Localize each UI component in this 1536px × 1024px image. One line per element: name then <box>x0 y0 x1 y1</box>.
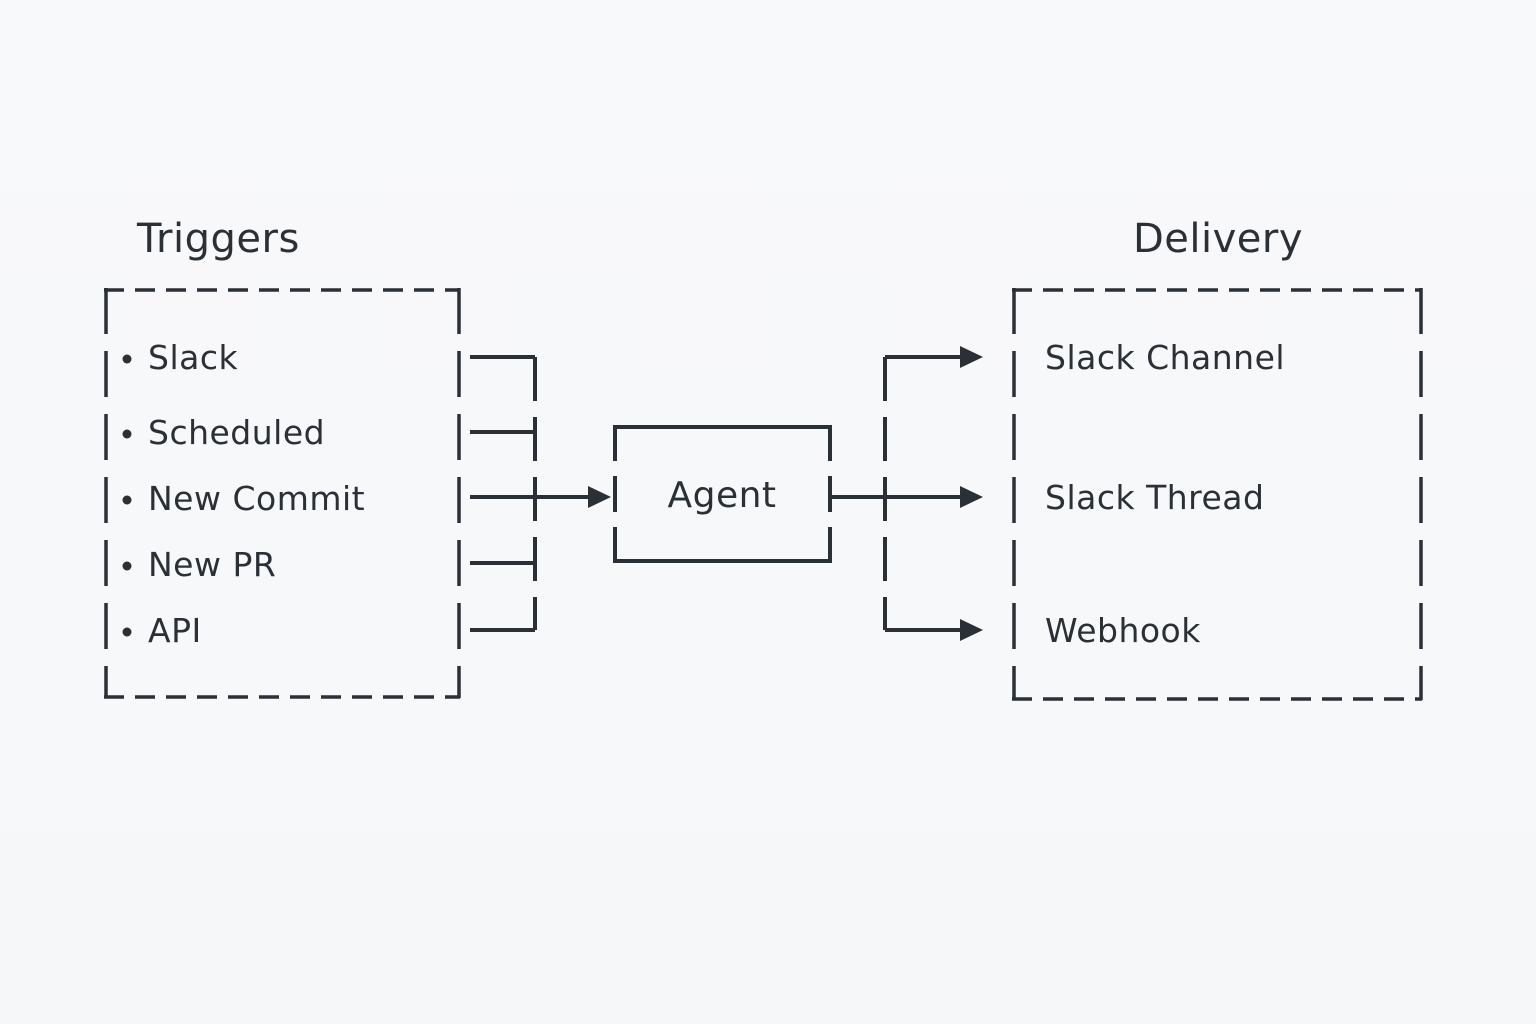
triggers-bullets <box>122 354 132 637</box>
bullet-icon <box>122 429 132 439</box>
triggers-box-border <box>104 288 461 699</box>
arrowhead-webhook-icon <box>960 619 983 641</box>
bullet-icon <box>122 561 132 571</box>
trigger-item-scheduled: Scheduled <box>148 413 325 452</box>
agent-box-border <box>613 425 832 563</box>
delivery-panel: Delivery Slack Channel Slack Thread Webh… <box>1012 216 1423 701</box>
trigger-item-slack: Slack <box>148 338 238 377</box>
bullet-icon <box>122 354 132 364</box>
arrowhead-into-agent-icon <box>588 486 611 508</box>
triggers-to-agent-connectors <box>470 355 588 632</box>
trigger-item-new-commit: New Commit <box>148 479 365 518</box>
delivery-item-slack-channel: Slack Channel <box>1045 338 1285 377</box>
trigger-item-api: API <box>148 611 202 650</box>
bullet-icon <box>122 627 132 637</box>
triggers-panel: Triggers Slack Scheduled New Commit New … <box>104 216 461 699</box>
delivery-item-slack-thread: Slack Thread <box>1045 478 1264 517</box>
delivery-title: Delivery <box>1133 216 1303 262</box>
bullet-icon <box>122 495 132 505</box>
agent-node: Agent <box>613 425 832 563</box>
delivery-item-webhook: Webhook <box>1045 611 1201 650</box>
delivery-box-border <box>1012 288 1423 701</box>
arrowhead-slack-channel-icon <box>960 346 983 368</box>
agent-label: Agent <box>667 475 776 516</box>
trigger-item-new-pr: New PR <box>148 545 276 584</box>
triggers-title: Triggers <box>136 216 300 262</box>
delivery-arrowheads <box>960 346 983 641</box>
arrowhead-slack-thread-icon <box>960 486 983 508</box>
agent-to-delivery-connectors <box>832 355 960 632</box>
